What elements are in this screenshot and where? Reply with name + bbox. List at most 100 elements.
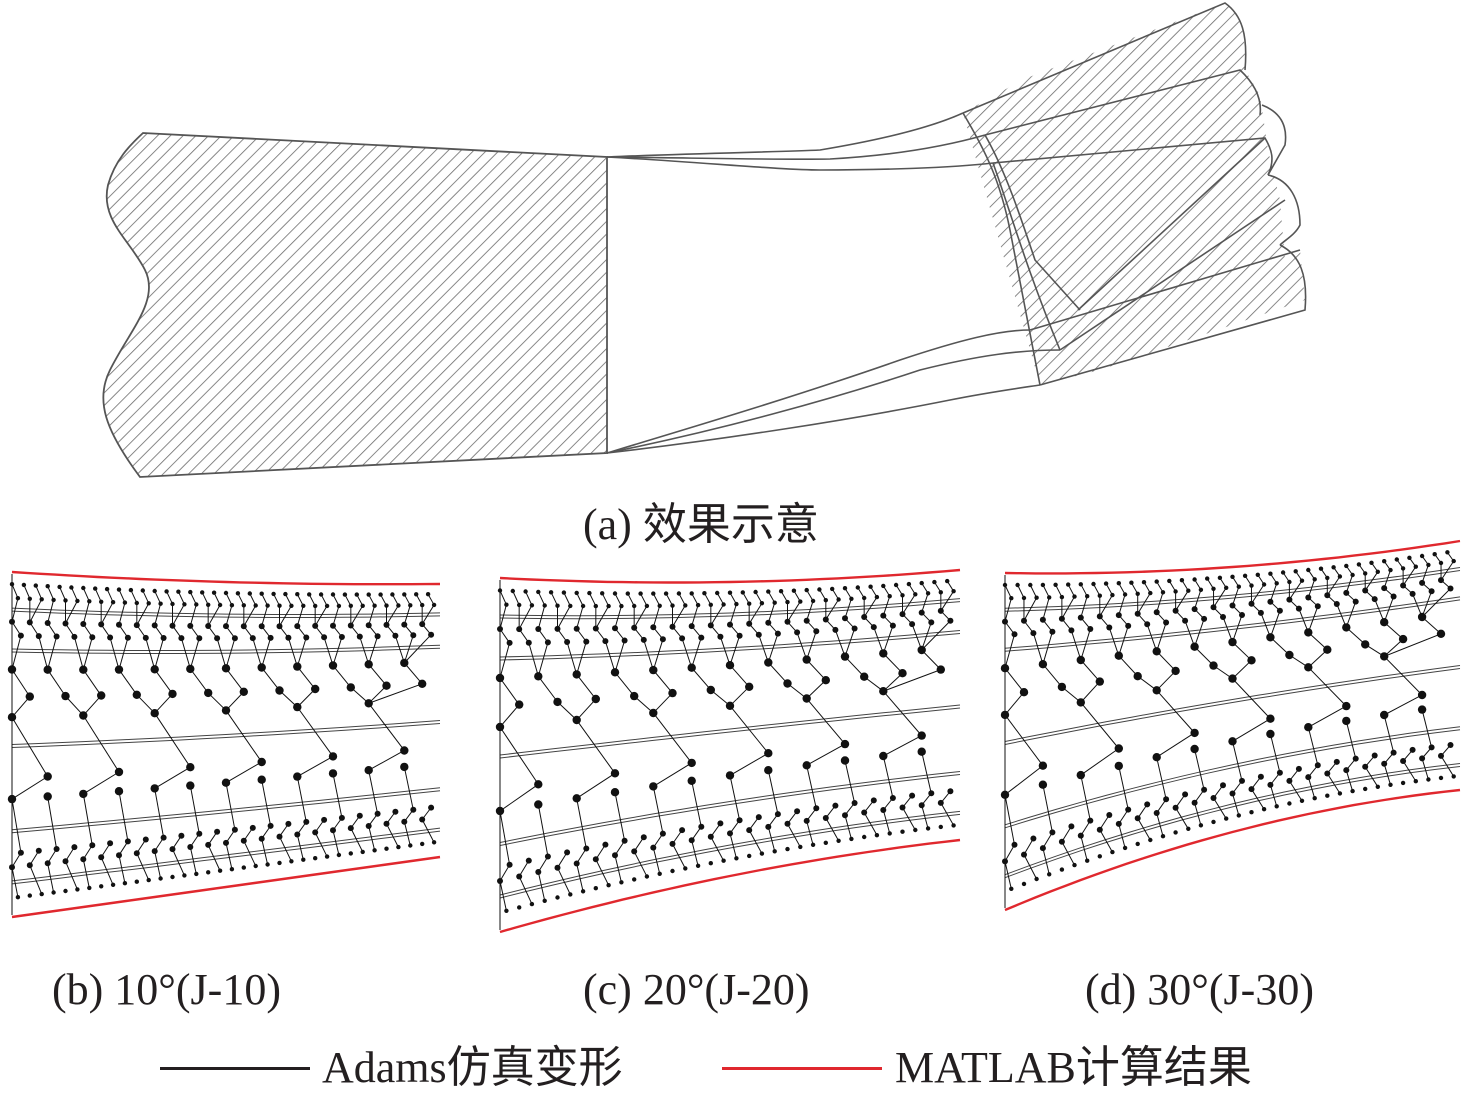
mesh-node	[568, 892, 573, 897]
mesh-link	[47, 863, 55, 893]
mesh-link	[614, 792, 626, 841]
mesh-node	[644, 603, 650, 609]
mesh-link	[633, 695, 654, 714]
mesh-node	[785, 599, 790, 605]
mesh-node	[1436, 629, 1446, 638]
mesh-link	[863, 812, 878, 836]
mesh-node	[861, 809, 868, 816]
mesh-link	[142, 590, 150, 604]
mesh-node	[840, 739, 850, 749]
mesh-link	[1029, 584, 1038, 598]
mesh-node	[759, 851, 765, 856]
mesh-node	[683, 603, 688, 608]
mesh-link	[421, 604, 435, 625]
mesh-node	[695, 602, 701, 608]
mesh-link	[73, 636, 84, 670]
mesh-node	[734, 856, 739, 861]
mesh-node	[15, 596, 21, 601]
mesh-link	[652, 712, 693, 764]
mesh-link	[1232, 741, 1243, 781]
mesh-node	[606, 883, 611, 888]
mesh-node	[669, 840, 676, 847]
mesh-node	[122, 881, 128, 886]
mesh-link	[729, 775, 741, 821]
mesh-node	[1242, 573, 1248, 578]
mesh-node	[116, 587, 122, 592]
mesh-node	[169, 846, 176, 853]
mesh-link	[681, 638, 693, 668]
mesh-link	[1061, 596, 1075, 619]
panel-d-mesh	[1000, 539, 1461, 912]
mesh-node	[1390, 749, 1397, 756]
mesh-node	[1087, 626, 1094, 632]
layer-band-line	[11, 790, 441, 834]
mesh-link	[1042, 663, 1063, 688]
mesh-node	[1021, 595, 1027, 601]
mesh-node	[420, 602, 425, 608]
mesh-link	[11, 867, 19, 898]
mesh-node	[1217, 575, 1223, 580]
mesh-link	[118, 602, 126, 625]
mesh-link	[691, 637, 702, 668]
mesh-node	[150, 784, 159, 793]
mesh-link	[499, 880, 507, 911]
mesh-link	[261, 779, 272, 826]
mesh-node	[794, 808, 801, 815]
mesh-node	[753, 589, 758, 595]
mesh-link	[499, 726, 539, 785]
mesh-node	[1228, 674, 1237, 683]
mesh-node	[1419, 579, 1426, 586]
mesh-node	[1209, 661, 1218, 670]
mesh-link	[1345, 601, 1357, 628]
mesh-node	[176, 589, 181, 594]
mesh-node	[798, 844, 803, 850]
mesh-node	[408, 603, 413, 608]
mesh-node	[336, 603, 342, 609]
mesh-link	[100, 857, 114, 885]
mesh-node	[324, 603, 330, 609]
mesh-node	[402, 592, 407, 597]
mesh-node	[925, 826, 931, 831]
layer-band-line	[11, 607, 441, 615]
mesh-node	[122, 600, 128, 605]
mesh-node	[431, 602, 437, 608]
mesh-node	[285, 634, 292, 641]
mesh-node	[542, 603, 547, 608]
mesh-node	[186, 781, 195, 790]
mesh-node	[360, 603, 365, 608]
mesh-link	[767, 633, 779, 663]
mesh-node	[880, 807, 887, 813]
mesh-link	[296, 776, 307, 822]
mesh-link	[82, 587, 90, 602]
mesh-node	[313, 603, 318, 609]
mesh-node	[1154, 579, 1159, 584]
mesh-node	[267, 822, 274, 829]
mesh-link	[806, 820, 814, 845]
mesh-link	[225, 605, 233, 627]
mesh-node	[1451, 558, 1456, 564]
mesh-node	[223, 839, 229, 846]
mesh-link	[136, 694, 156, 714]
mesh-link	[1232, 678, 1271, 720]
mesh-link	[595, 859, 610, 886]
layer-band-line	[11, 644, 441, 651]
mesh-link	[23, 584, 31, 599]
mesh-link	[1080, 774, 1091, 821]
mesh-node	[26, 862, 33, 869]
mesh-node	[632, 603, 637, 609]
mesh-node	[81, 585, 86, 591]
mesh-link	[145, 637, 156, 670]
mesh-link	[576, 772, 616, 799]
mesh-node	[211, 590, 217, 595]
mesh-node	[1058, 615, 1065, 622]
mesh-node	[1432, 552, 1437, 557]
mesh-link	[550, 592, 558, 606]
mesh-node	[727, 621, 733, 628]
mesh-link	[225, 710, 263, 763]
mesh-link	[528, 642, 539, 677]
mesh-node	[583, 638, 590, 645]
mesh-node	[702, 591, 707, 596]
mesh-link	[368, 703, 405, 751]
mesh-link	[1055, 584, 1063, 598]
mesh-node	[1135, 841, 1140, 847]
